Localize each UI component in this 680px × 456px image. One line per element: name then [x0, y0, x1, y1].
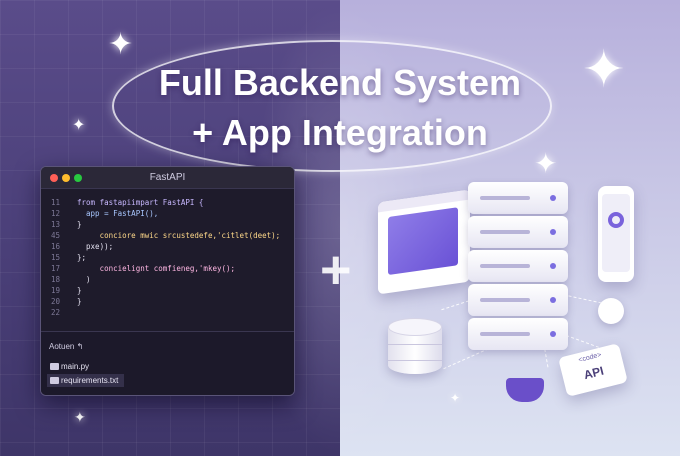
line-text: }	[77, 220, 82, 229]
file-item-requirements[interactable]: requirements.txt	[47, 374, 125, 387]
file-explorer: Aotuen ↰ main.py requirements.txt	[41, 331, 294, 395]
line-number: 11	[51, 198, 61, 207]
server-unit	[468, 318, 568, 350]
phone-app-icon	[608, 212, 624, 228]
docker-icon	[506, 378, 544, 402]
database-top	[388, 318, 442, 336]
sparkle-icon: ✦	[534, 148, 558, 179]
line-number: 18	[51, 275, 61, 284]
browser-screen	[388, 207, 458, 276]
line-number: 16	[51, 242, 61, 251]
server-unit	[468, 182, 568, 214]
editor-title: FastAPI	[149, 172, 186, 183]
database-icon	[388, 318, 442, 380]
line-number: 45	[51, 231, 61, 240]
code-area: 11 from fastapiimpart FastAPI { 12 app = …	[41, 197, 294, 318]
line-number: 13	[51, 220, 61, 229]
database-band	[388, 344, 442, 345]
file-item-main[interactable]: main.py	[47, 360, 95, 373]
line-text: app = FastAPI(),	[77, 209, 159, 218]
headline: Full Backend System + App Integration	[80, 58, 600, 158]
folder-icon	[50, 363, 59, 370]
sparkle-icon: ✦	[74, 409, 86, 425]
line-number: 20	[51, 297, 61, 306]
network-node-icon	[598, 298, 624, 324]
line-text: from fastapiimpart FastAPI {	[77, 198, 204, 207]
server-unit	[468, 216, 568, 248]
code-line: 17 concielignt comfieneg,'mkey();	[41, 263, 294, 274]
line-text: };	[77, 253, 87, 262]
file-name: main.py	[61, 362, 90, 371]
code-line: 20}	[41, 296, 294, 307]
maximize-window-icon	[74, 174, 82, 182]
line-text: }	[77, 297, 82, 306]
sparkle-icon: ✦	[72, 117, 86, 134]
plus-symbol: +	[320, 240, 352, 300]
editor-title-bar: FastAPI	[41, 167, 294, 189]
sparkle-icon: ✦	[108, 28, 134, 61]
line-text: concielignt comfieneg,'mkey();	[77, 264, 236, 273]
database-band	[388, 360, 442, 361]
headline-line-1: Full Backend System	[158, 62, 522, 103]
server-unit	[468, 284, 568, 316]
line-number: 15	[51, 253, 61, 262]
code-line: 22	[41, 307, 294, 318]
phone-screen	[602, 194, 630, 272]
line-text: )	[77, 275, 91, 284]
code-line: 45 conciore mwic srcustedefe,'citlet(dee…	[41, 230, 294, 241]
code-line: 13}	[41, 219, 294, 230]
code-editor-window: FastAPI 11 from fastapiimpart FastAPI { 1…	[40, 166, 295, 396]
line-text: conciore mwic srcustedefe,'citlet(deet);	[77, 231, 281, 240]
line-number: 19	[51, 286, 61, 295]
file-explorer-header: Aotuen ↰	[49, 342, 84, 351]
code-line: 16 pxe));	[41, 241, 294, 252]
server-unit	[468, 250, 568, 282]
close-window-icon	[50, 174, 58, 182]
line-text: pxe));	[77, 242, 114, 251]
line-number: 22	[51, 308, 61, 317]
code-line: 12 app = FastAPI(),	[41, 208, 294, 219]
headline-line-2: + App Integration	[192, 112, 488, 153]
line-number: 12	[51, 209, 61, 218]
browser-icon	[378, 189, 470, 295]
phone-icon	[598, 186, 634, 282]
code-line: 15};	[41, 252, 294, 263]
folder-icon	[50, 377, 59, 384]
line-number: 17	[51, 264, 61, 273]
line-text: }	[77, 286, 82, 295]
code-line: 18 )	[41, 274, 294, 285]
title-ring	[112, 40, 552, 172]
sparkle-icon: ✦	[450, 391, 461, 405]
sparkle-icon: ✦	[582, 41, 626, 99]
minimize-window-icon	[62, 174, 70, 182]
file-name: requirements.txt	[61, 376, 119, 385]
code-line: 19}	[41, 285, 294, 296]
code-line: 11 from fastapiimpart FastAPI {	[41, 197, 294, 208]
